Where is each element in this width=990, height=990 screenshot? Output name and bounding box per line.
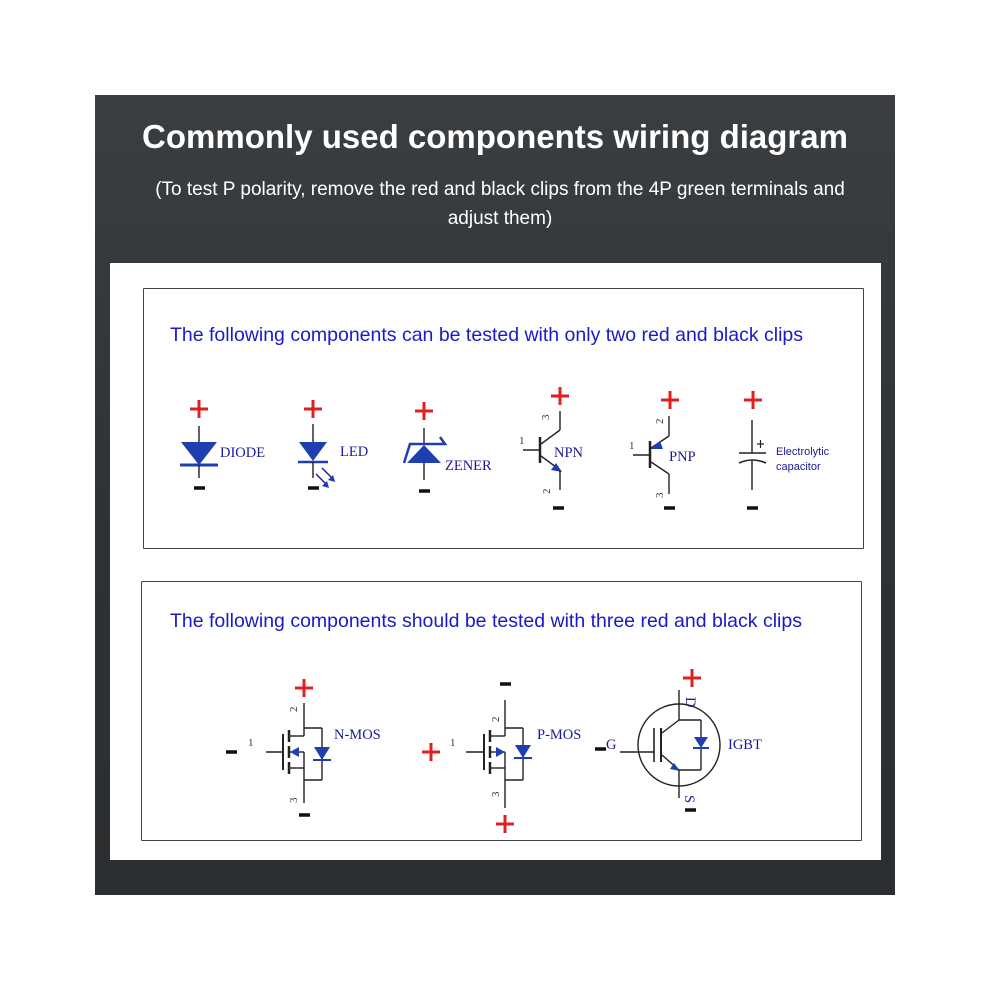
svg-text:2: 2 — [288, 707, 300, 713]
svg-text:3: 3 — [540, 414, 552, 420]
svg-text:1: 1 — [629, 440, 635, 452]
page-subtitle: (To test P polarity, remove the red and … — [155, 179, 845, 229]
two-clip-heading: The following components can be tested w… — [170, 324, 804, 346]
capacitor-symbol: Electrolytic capacitor — [738, 391, 830, 510]
svg-text:3: 3 — [288, 797, 300, 803]
svg-text:1: 1 — [248, 737, 254, 749]
led-symbol: LED — [298, 400, 368, 490]
three-clip-section — [141, 581, 862, 841]
three-clip-heading: The following components should be teste… — [170, 610, 802, 632]
npn-symbol: 3 1 2 NPN — [519, 387, 584, 510]
capacitor-label-line1: Electrolytic — [776, 446, 830, 458]
zener-symbol: ZENER — [402, 402, 492, 493]
diagram-panel — [110, 263, 881, 860]
pnp-symbol: 2 1 3 PNP — [629, 391, 696, 510]
nmos-label: N-MOS — [334, 727, 381, 743]
pmos-symbol: 2 1 3 P-MOS — [422, 682, 581, 833]
diode-label: DIODE — [220, 445, 265, 461]
capacitor-label-line2: capacitor — [776, 461, 821, 473]
igbt-label: IGBT — [728, 737, 762, 753]
svg-text:3: 3 — [654, 492, 666, 498]
pmos-label: P-MOS — [537, 727, 581, 743]
diode-symbol: DIODE — [180, 400, 265, 490]
svg-text:2: 2 — [490, 717, 502, 723]
zener-label: ZENER — [445, 458, 492, 474]
nmos-symbol: 2 1 3 N-MOS — [226, 679, 381, 817]
svg-text:1: 1 — [519, 435, 525, 447]
svg-text:1: 1 — [450, 737, 456, 749]
igbt-gate-label: G — [606, 737, 617, 753]
igbt-drain-label: D — [682, 697, 698, 707]
page-title: Commonly used components wiring diagram — [142, 118, 848, 155]
two-clip-section — [143, 288, 864, 549]
npn-label: NPN — [554, 445, 584, 461]
led-label: LED — [340, 444, 368, 460]
igbt-symbol: D G S IGBT — [595, 669, 762, 812]
pnp-label: PNP — [669, 449, 696, 465]
svg-text:2: 2 — [654, 419, 666, 425]
svg-text:2: 2 — [541, 489, 553, 495]
svg-text:3: 3 — [490, 791, 502, 797]
igbt-source-label: S — [681, 795, 697, 803]
